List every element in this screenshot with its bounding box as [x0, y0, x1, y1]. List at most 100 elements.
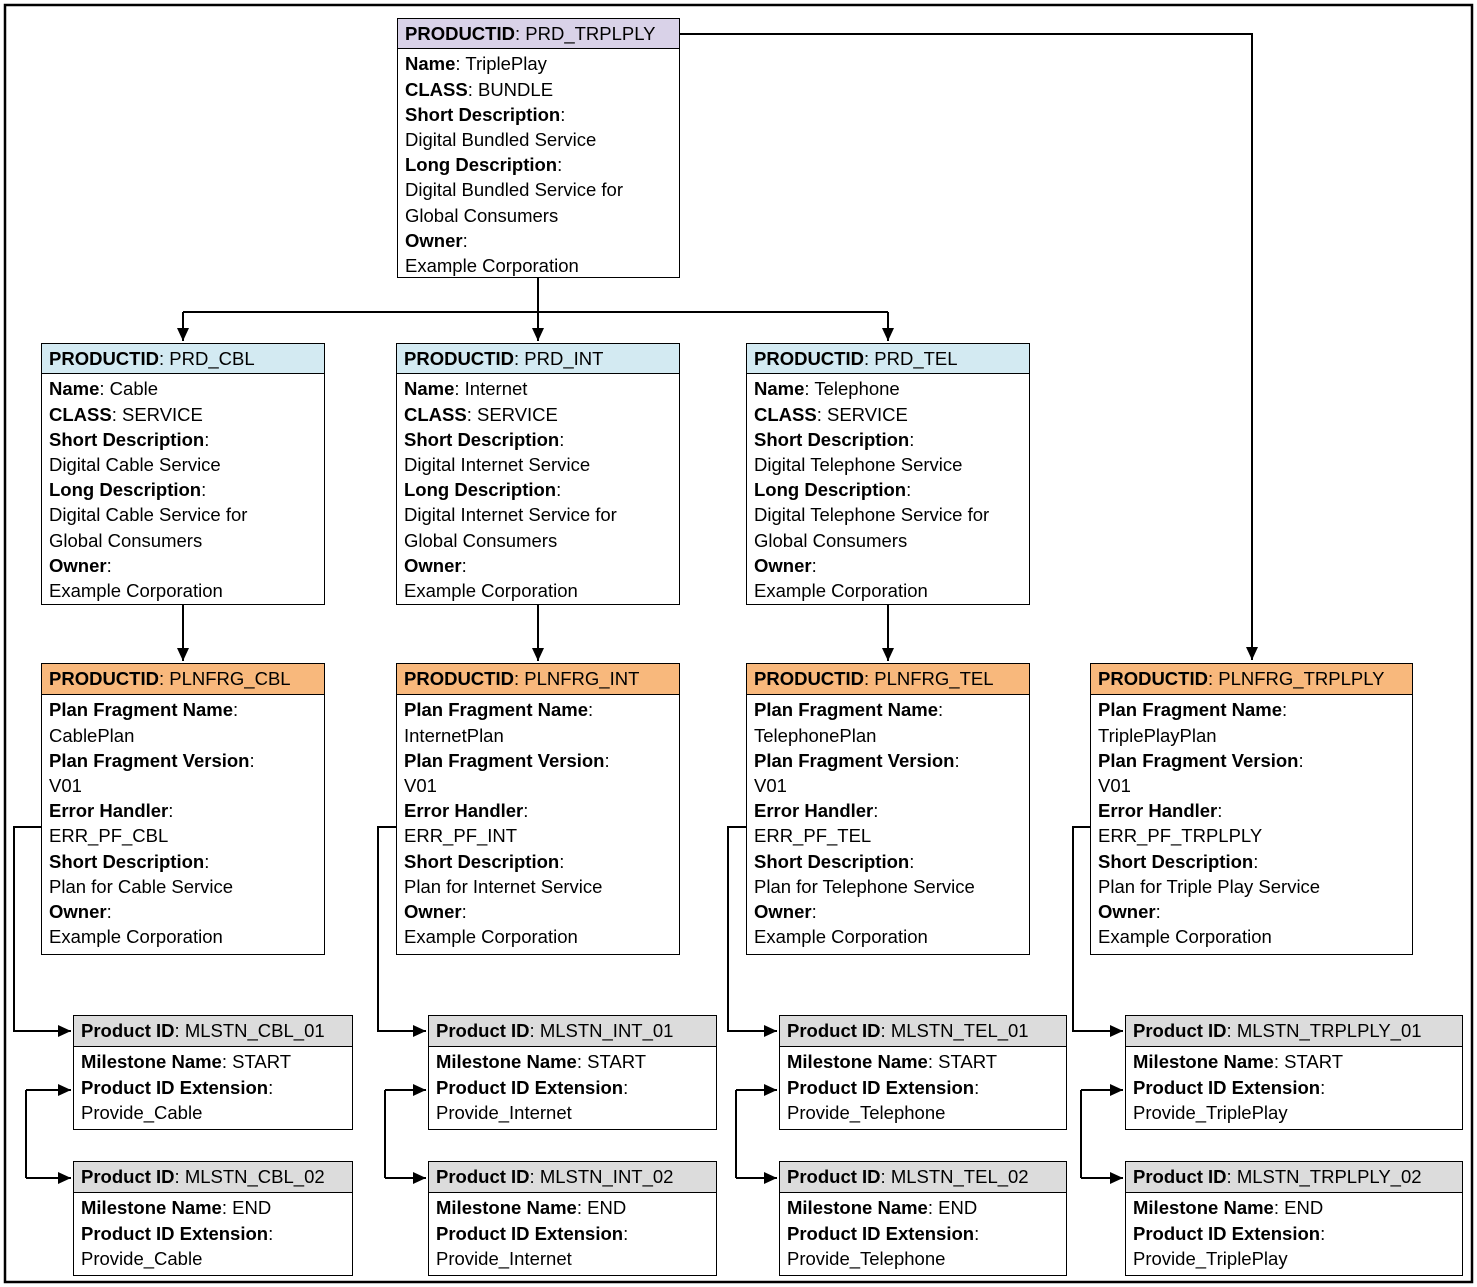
field-text: ERR_PF_INT — [404, 825, 518, 847]
field-label: Owner — [404, 901, 462, 923]
field-text: Plan for Triple Play Service — [1098, 875, 1321, 897]
field-value — [906, 479, 911, 500]
box-header: Product IDMLSTN_TRPLPLY_01 — [1126, 1016, 1462, 1048]
header-label: Product ID — [787, 1020, 881, 1042]
box-body: Milestone NameENDProduct ID ExtensionPro… — [780, 1193, 1066, 1271]
field-text: Global Consumers — [49, 529, 203, 551]
field-line: ERR_PF_INT — [404, 823, 675, 848]
box-header: PRODUCTIDPRD_TEL — [747, 344, 1029, 375]
box-header: PRODUCTIDPLNFRG_INT — [397, 664, 679, 696]
box-prd-int: PRODUCTIDPRD_INTNameInternetCLASSSERVICE… — [396, 343, 680, 605]
field-value — [249, 750, 254, 771]
field-text: TelephonePlan — [754, 724, 877, 746]
field-line: Example Corporation — [754, 924, 1025, 949]
field-line: Provide_Cable — [81, 1100, 348, 1125]
field-value — [233, 699, 238, 720]
field-value — [107, 901, 112, 922]
field-line: CLASSBUNDLE — [405, 77, 675, 102]
header-value: MLSTN_TRPLPLY_02 — [1227, 1166, 1422, 1188]
field-line: Digital Internet Service for — [404, 502, 675, 527]
field-value — [604, 750, 609, 771]
field-line: Digital Cable Service — [49, 452, 320, 477]
header-value: PRD_TRPLPLY — [515, 23, 655, 45]
field-text: Digital Telephone Service — [754, 454, 963, 475]
header-label: Product ID — [81, 1020, 175, 1042]
field-line: Error Handler — [404, 798, 675, 823]
field-value — [909, 851, 914, 872]
header-value: MLSTN_INT_01 — [530, 1020, 674, 1042]
header-value: PLNFRG_INT — [514, 668, 639, 690]
field-line: Product ID Extension — [436, 1075, 712, 1100]
field-value — [204, 429, 209, 450]
box-body: Plan Fragment NameInternetPlanPlan Fragm… — [397, 695, 679, 949]
box-prd-cbl: PRODUCTIDPRD_CBLNameCableCLASSSERVICESho… — [41, 343, 325, 605]
field-label: Product ID Extension — [436, 1222, 624, 1244]
field-label: Product ID Extension — [436, 1076, 624, 1098]
field-line: Error Handler — [754, 798, 1025, 823]
field-line: NameInternet — [404, 376, 675, 401]
field-line: Product ID Extension — [1133, 1221, 1458, 1246]
field-value: SERVICE — [817, 404, 908, 425]
field-line: Owner — [404, 553, 675, 578]
header-value: PRD_CBL — [159, 348, 254, 370]
field-value: Telephone — [804, 378, 899, 399]
field-line: Plan for Internet Service — [404, 874, 675, 899]
field-line: Long Description — [49, 477, 320, 502]
field-label: Owner — [1098, 901, 1156, 923]
field-label: Plan Fragment Version — [404, 749, 605, 771]
box-body: Plan Fragment NameTriplePlayPlanPlan Fra… — [1091, 695, 1412, 949]
field-text: Example Corporation — [754, 580, 928, 602]
field-value: END — [928, 1197, 977, 1218]
field-label: Error Handler — [754, 800, 874, 822]
field-label: Milestone Name — [1133, 1051, 1274, 1073]
field-text: Provide_Internet — [436, 1101, 572, 1123]
field-line: V01 — [49, 773, 320, 798]
field-line: Owner — [49, 899, 320, 924]
box-header: Product IDMLSTN_INT_01 — [429, 1016, 716, 1048]
field-label: Product ID Extension — [81, 1222, 269, 1244]
box-header: PRODUCTIDPLNFRG_TRPLPLY — [1091, 664, 1412, 696]
field-line: V01 — [404, 773, 675, 798]
field-value — [812, 901, 817, 922]
field-value — [974, 1077, 979, 1098]
field-value: BUNDLE — [468, 79, 553, 100]
field-label: CLASS — [49, 403, 112, 425]
field-line: Short Description — [49, 849, 320, 874]
field-line: Plan for Triple Play Service — [1098, 874, 1408, 899]
field-label: Milestone Name — [1133, 1197, 1274, 1219]
field-line: Milestone NameSTART — [81, 1049, 348, 1074]
box-header: PRODUCTIDPLNFRG_TEL — [747, 664, 1029, 696]
field-value — [556, 479, 561, 500]
field-line: Error Handler — [49, 798, 320, 823]
field-text: Provide_Internet — [436, 1247, 572, 1269]
field-line: Short Description — [405, 102, 675, 127]
field-line: Example Corporation — [49, 578, 320, 603]
field-value: SERVICE — [112, 404, 203, 425]
field-line: Product ID Extension — [436, 1221, 712, 1246]
field-label: Long Description — [49, 479, 202, 501]
box-header: Product IDMLSTN_TEL_02 — [780, 1162, 1066, 1194]
field-label: Plan Fragment Version — [754, 749, 955, 771]
field-line: Owner — [754, 553, 1025, 578]
field-label: Product ID Extension — [787, 1222, 975, 1244]
field-text: V01 — [49, 775, 82, 796]
field-label: Short Description — [405, 103, 561, 125]
field-value — [954, 750, 959, 771]
field-label: Plan Fragment Version — [49, 749, 250, 771]
field-label: Long Description — [405, 154, 558, 176]
header-label: Product ID — [436, 1020, 530, 1042]
field-value — [1217, 800, 1222, 821]
field-line: Provide_Internet — [436, 1100, 712, 1125]
field-label: Short Description — [404, 428, 560, 450]
field-value — [909, 429, 914, 450]
header-value: PLNFRG_TRPLPLY — [1208, 668, 1384, 690]
field-line: Product ID Extension — [787, 1221, 1062, 1246]
header-label: PRODUCTID — [754, 347, 864, 369]
field-line: Provide_Telephone — [787, 1246, 1062, 1271]
header-label: Product ID — [436, 1166, 530, 1188]
header-value: PRD_TEL — [864, 348, 957, 370]
